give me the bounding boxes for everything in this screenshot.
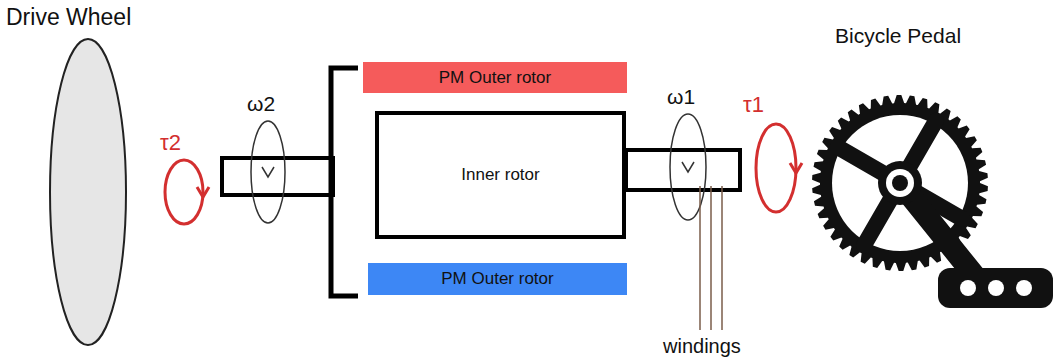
pedal-hole — [960, 280, 976, 296]
part-name: Inner rotor — [461, 165, 539, 185]
part-title: Bicycle Pedal — [835, 24, 961, 48]
torque-label: τ1 — [743, 92, 764, 118]
crank-hub — [886, 169, 914, 197]
part-name: PM Outer rotor — [439, 68, 551, 88]
arrow-head — [197, 187, 209, 197]
arrow-head — [262, 167, 274, 177]
pedal-hole — [988, 280, 1004, 296]
wheel-shape — [50, 39, 126, 345]
output-shaft — [222, 158, 333, 195]
drive-wheel: Drive Wheel — [0, 0, 180, 350]
winding-lead — [699, 186, 701, 330]
magnet-rotor: PM Outer rotor — [368, 263, 627, 295]
winding-lead — [710, 186, 712, 330]
rotor-bracket — [331, 68, 358, 296]
crank-hub — [878, 161, 922, 205]
bicycle-pedal: Bicycle Pedal — [800, 18, 1063, 338]
pedal-illustration — [800, 18, 1063, 338]
magnet-rotor: PM Outer rotor — [363, 62, 627, 93]
part-title: Drive Wheel — [6, 4, 131, 31]
crank-hub — [892, 175, 908, 191]
speed-label: ω2 — [247, 92, 275, 116]
input-shaft — [626, 150, 740, 190]
part-label: windings — [663, 335, 741, 358]
arrow-head — [682, 162, 694, 172]
torque-label: τ2 — [160, 130, 181, 156]
torque-arrow — [165, 160, 203, 224]
inner-rotor: Inner rotor — [375, 111, 626, 239]
wheel-outline — [0, 0, 180, 350]
pedal-hole — [1016, 280, 1032, 296]
part-name: PM Outer rotor — [441, 269, 553, 289]
pedal-body — [938, 268, 1053, 308]
speed-label: ω1 — [667, 85, 695, 109]
rotation-arrow — [251, 121, 285, 223]
winding-lead — [721, 186, 723, 330]
arrow-head — [790, 163, 802, 173]
torque-arrow — [756, 124, 796, 212]
